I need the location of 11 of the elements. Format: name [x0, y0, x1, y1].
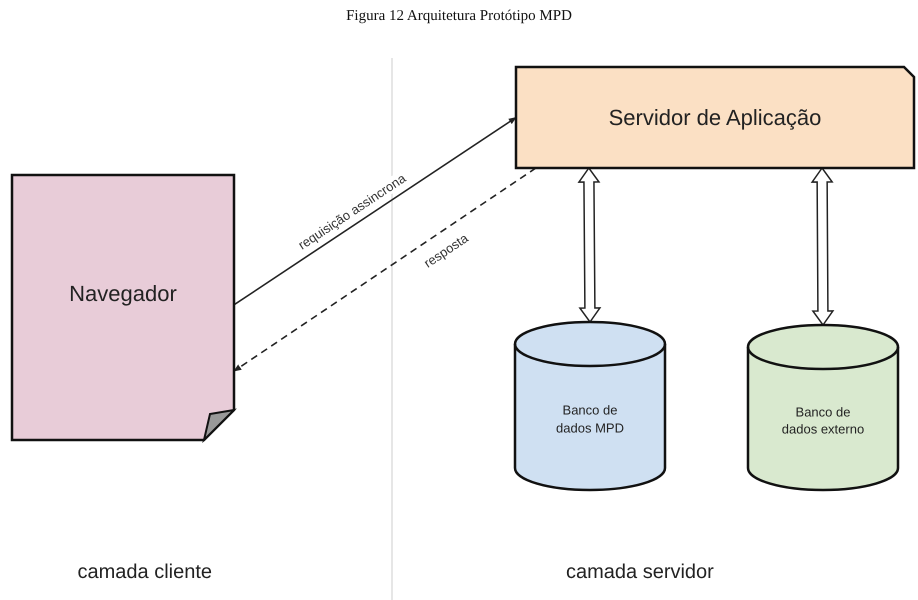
layer-label: camada cliente: [78, 560, 212, 584]
node-label: Banco de dados MPD: [555, 402, 625, 437]
layer-label: camada servidor: [566, 560, 714, 584]
double-arrow: [810, 166, 834, 326]
arrow: [234, 116, 517, 306]
node-label: Banco de dados externo: [781, 403, 865, 438]
arrow: [233, 167, 536, 372]
double-arrow: [577, 166, 602, 324]
node-label: Servidor de Aplicação: [608, 104, 822, 132]
node-label: Navegador: [68, 280, 178, 308]
figure-title: Figura 12 Arquitetura Protótipo MPD: [345, 8, 573, 25]
